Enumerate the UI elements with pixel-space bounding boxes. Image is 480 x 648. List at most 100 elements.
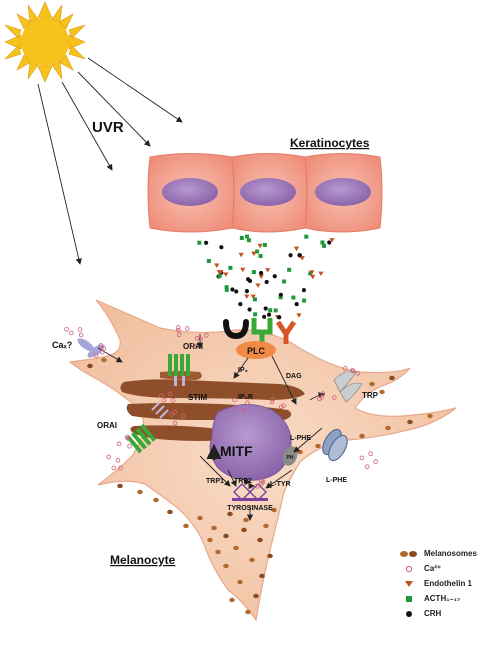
melanosome [267, 553, 273, 559]
melanosome [389, 375, 395, 381]
melanosome [243, 517, 249, 523]
endothelin-marker [265, 268, 271, 273]
crh-marker [266, 312, 272, 317]
l-phe-inner-label: L-PHE [290, 435, 311, 442]
endothelin-marker [216, 270, 222, 275]
sun-icon [4, 1, 86, 83]
melanosome [245, 609, 251, 615]
legend-label-acth: ACTH₁₋₁₇ [424, 594, 461, 603]
calcium-ion [98, 343, 104, 348]
legend-item-calcium: Ca²⁺ [398, 561, 478, 576]
calcium-ion [175, 327, 181, 333]
melanosome-icon [400, 550, 417, 557]
crh-marker [263, 306, 268, 311]
melanosome [237, 579, 243, 585]
melanosome [379, 389, 385, 395]
calcium-ion [64, 326, 69, 332]
calcium-ion [233, 404, 238, 410]
calcium-ion [269, 399, 275, 405]
melanosome [233, 545, 239, 551]
calcium-ion [342, 366, 348, 371]
calcium-ion [232, 397, 237, 403]
calcium-ion [167, 391, 173, 397]
tyrosinase-enzyme [232, 483, 268, 501]
calcium-ion [350, 368, 356, 374]
acth-marker [308, 271, 313, 276]
calcium-ion [204, 333, 209, 338]
endothelin-marker [258, 274, 264, 280]
crh-marker [294, 302, 299, 307]
crh-marker [262, 314, 267, 319]
calcium-ion [99, 349, 105, 355]
endothelin-marker [251, 251, 257, 257]
melanosome [137, 489, 143, 495]
melanosome [241, 527, 247, 533]
calcium-ion [124, 434, 130, 440]
endothelin-marker [296, 313, 302, 318]
acth-marker [322, 243, 327, 248]
calcium-ion [118, 465, 123, 471]
crh-marker [244, 288, 250, 294]
melanocyte-label: Melanocyte [110, 553, 176, 567]
calcium-ion [93, 353, 99, 358]
melanosome [215, 549, 221, 555]
calcium-ion [77, 327, 83, 332]
keratinocyte-nucleus [162, 178, 218, 206]
orai-channel-top [168, 354, 190, 386]
calcium-ion [194, 335, 200, 341]
calcium-ion [190, 342, 196, 348]
calcium-ion [161, 397, 167, 403]
endothelin-marker [240, 267, 246, 273]
melanosome [227, 511, 233, 517]
endothelin-marker [257, 243, 263, 249]
melanosome [253, 593, 259, 599]
tyrosinase-label: TYROSINASE [227, 505, 273, 512]
mitf-label: MITF [220, 443, 253, 459]
calcium-ion [364, 464, 370, 469]
uvr-label: UVR [92, 119, 124, 136]
calcium-ion [255, 484, 260, 489]
acth-marker [253, 312, 258, 317]
melanosome [315, 443, 321, 449]
orai-left-label: ORAI [97, 421, 117, 430]
cax-label: Caₓ? [52, 340, 72, 350]
cax-channel [77, 338, 105, 358]
melanosome [271, 507, 277, 513]
melanosome [117, 483, 123, 489]
trp2-label: TRP2 [234, 478, 252, 485]
melanocyte-nucleus [209, 404, 292, 481]
acth-marker [258, 254, 263, 259]
calcium-ion [359, 455, 365, 461]
calcium-ion [158, 393, 164, 399]
crh-marker [264, 279, 269, 285]
legend-item-melanosomes: Melanosomes [398, 546, 478, 561]
melanosome [297, 449, 303, 455]
acth-marker [246, 238, 251, 243]
crh-marker [258, 270, 264, 276]
crh-marker [301, 288, 307, 293]
calcium-ion [355, 371, 361, 376]
legend-label-crh: CRH [424, 609, 442, 618]
crh-marker [327, 240, 332, 245]
legend-label-calcium: Ca²⁺ [424, 564, 442, 573]
calcium-ion [278, 404, 284, 410]
stim-label: STIM [188, 393, 207, 402]
l-phe-outer-label: L-PHE [326, 477, 347, 484]
melanosome [87, 363, 93, 369]
acth-marker [245, 234, 250, 239]
endothelin-marker [244, 294, 250, 299]
crh-marker [245, 277, 251, 282]
legend-item-acth: ACTH₁₋₁₇ [398, 591, 478, 606]
phe-transporter: PH [282, 428, 348, 466]
endothelin-marker [223, 272, 229, 277]
acth-marker [304, 234, 309, 239]
acth-marker [252, 297, 257, 302]
legend: Melanosomes Ca²⁺ Endothelin 1 ACTH₁₋₁₇ C… [398, 546, 478, 621]
endothelin-marker [318, 271, 324, 276]
acth-marker [197, 240, 202, 245]
acth-marker [217, 274, 222, 279]
endothelin-icon [405, 580, 413, 587]
calcium-ion [172, 420, 178, 426]
endothelin-marker [299, 256, 305, 261]
